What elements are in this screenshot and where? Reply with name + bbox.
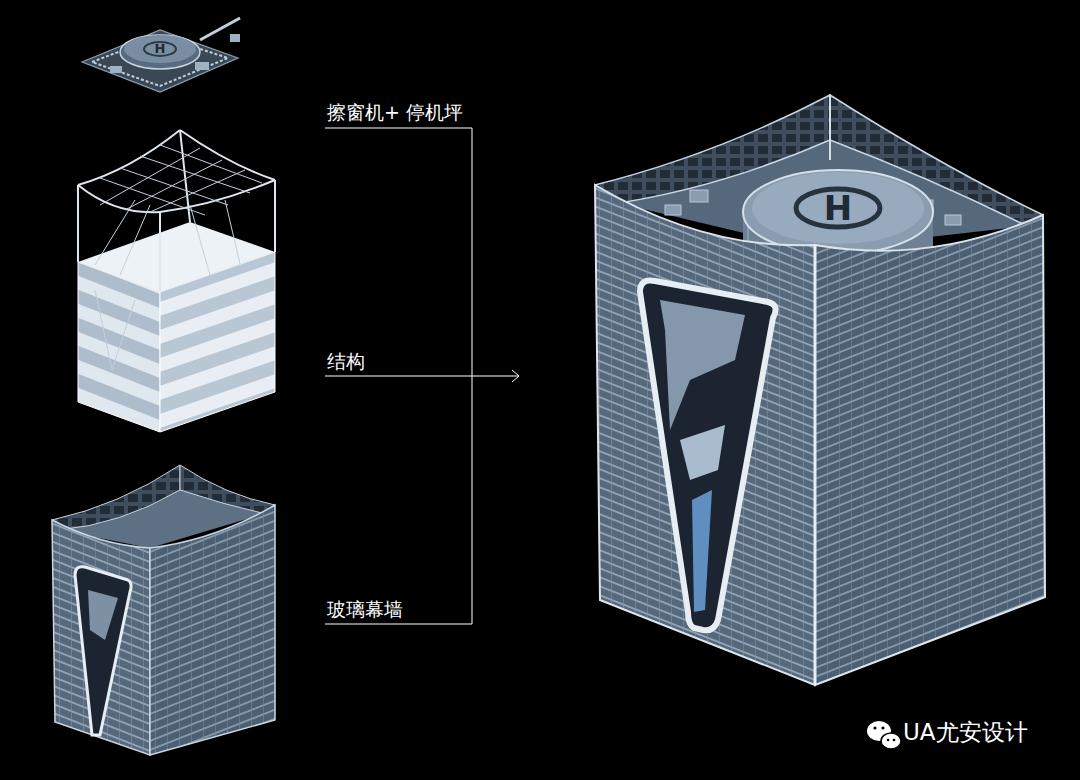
part-label: 擦窗机+ 停机坪 — [327, 101, 463, 124]
bracket-lines — [325, 128, 519, 624]
part-label: 玻璃幕墙 — [327, 598, 403, 621]
watermark: UA尤安设计 — [903, 719, 1028, 747]
wechat-icon — [867, 721, 901, 749]
helipad-mark: H — [824, 188, 852, 229]
curtain-wall-block — [52, 465, 275, 755]
helipad-mark: H — [155, 41, 166, 57]
structure-block — [78, 130, 275, 432]
assembled-building — [595, 95, 1045, 685]
helipad-small — [82, 18, 240, 92]
part-label: 结构 — [327, 350, 365, 373]
